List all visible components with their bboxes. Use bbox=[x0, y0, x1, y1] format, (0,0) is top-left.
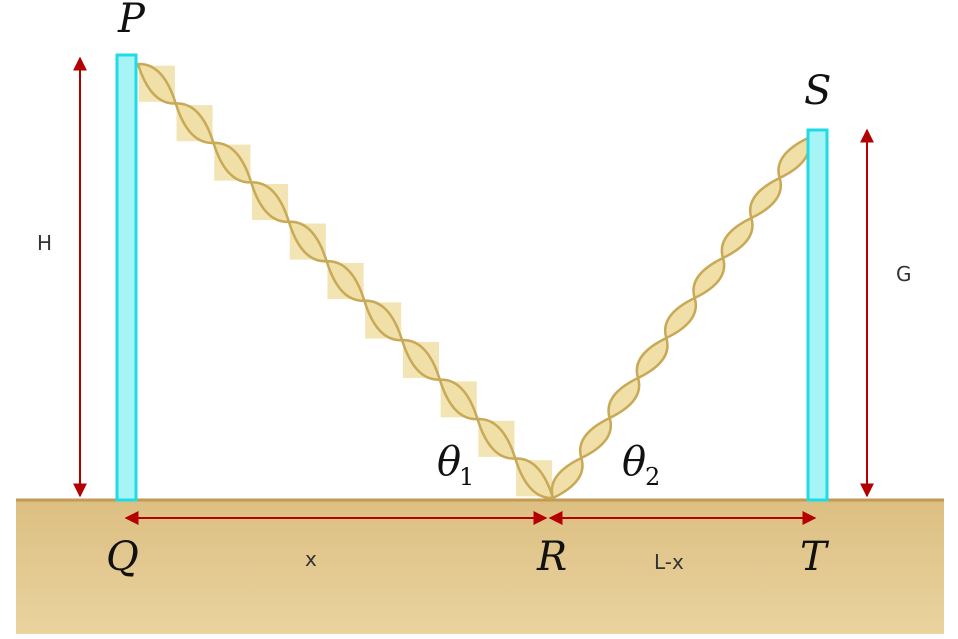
point-p-label: P bbox=[117, 0, 146, 42]
rope-left bbox=[136, 62, 555, 500]
svg-text:2: 2 bbox=[645, 463, 660, 491]
point-r-label: R bbox=[536, 534, 567, 580]
distance-x-label: x bbox=[305, 547, 317, 571]
pole-pq bbox=[115, 53, 138, 502]
point-t-label: T bbox=[800, 534, 830, 580]
theta2-label: θ 2 bbox=[622, 439, 660, 491]
point-s-label: S bbox=[804, 68, 831, 114]
svg-text:θ: θ bbox=[622, 439, 646, 485]
pole-st bbox=[806, 128, 829, 502]
distance-l-minus-x-label: L-x bbox=[654, 550, 684, 574]
point-q-label: Q bbox=[106, 534, 139, 580]
rope-right bbox=[550, 136, 811, 500]
svg-text:θ: θ bbox=[437, 439, 461, 485]
height-h-label: H bbox=[37, 231, 52, 255]
theta1-label: θ 1 bbox=[437, 439, 474, 491]
height-g-label: G bbox=[896, 262, 912, 286]
svg-text:1: 1 bbox=[459, 463, 474, 491]
